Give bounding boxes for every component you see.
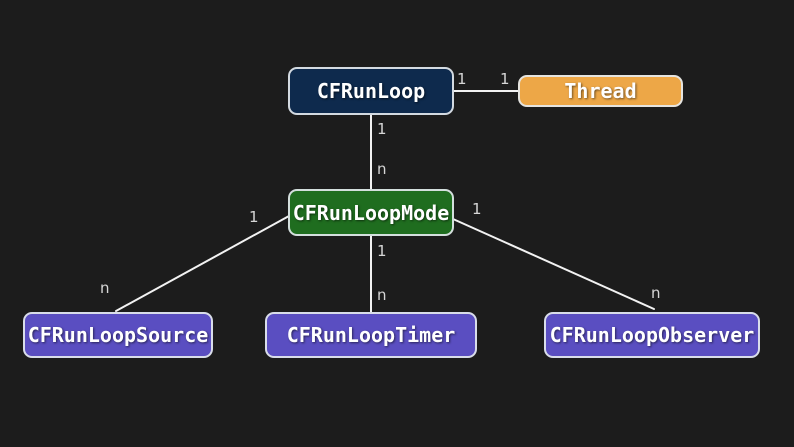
- multiplicity-mode-source-from: 1: [249, 208, 259, 226]
- multiplicity-runloop-mode-from: 1: [377, 120, 387, 138]
- node-cfrunloopobserver: CFRunLoopObserver: [544, 312, 760, 358]
- node-cfrunloopsource: CFRunLoopSource: [23, 312, 213, 358]
- multiplicity-mode-source-to: n: [100, 279, 110, 297]
- multiplicity-mode-observer-to: n: [651, 284, 661, 302]
- multiplicity-runloop-thread-from: 1: [457, 70, 467, 88]
- edge-mode-observer-line: [452, 218, 655, 310]
- multiplicity-mode-timer-from: 1: [377, 242, 387, 260]
- node-cfrunloop: CFRunLoop: [288, 67, 454, 115]
- multiplicity-mode-timer-to: n: [377, 286, 387, 304]
- node-thread: Thread: [518, 75, 683, 107]
- edge-mode-source-line: [115, 215, 290, 312]
- multiplicity-mode-observer-from: 1: [472, 200, 482, 218]
- multiplicity-runloop-mode-to: n: [377, 160, 387, 178]
- multiplicity-runloop-thread-to: 1: [500, 70, 510, 88]
- node-cfrunloopmode: CFRunLoopMode: [288, 189, 454, 236]
- node-cfrunlooptimer: CFRunLoopTimer: [265, 312, 477, 358]
